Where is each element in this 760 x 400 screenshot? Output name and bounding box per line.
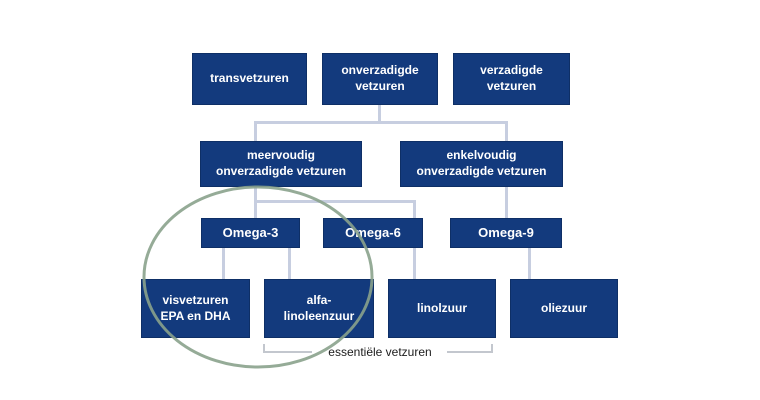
node-omega-6: Omega-6 (323, 218, 423, 248)
node-transvetzuren: transvetzuren (192, 53, 307, 105)
connector-omega6-top (413, 200, 416, 218)
connector-meervoudig-top (254, 121, 257, 141)
node-onverzadigde-vetzuren: onverzadigde vetzuren (322, 53, 438, 105)
connector-row1-horizontal (254, 121, 508, 124)
node-omega-3: Omega-3 (201, 218, 300, 248)
connector-enkelvoudig-omega9 (505, 187, 508, 218)
node-alfa-linoleenzuur: alfa- linoleenzuur (264, 279, 374, 338)
bracket-tick-right (491, 344, 493, 353)
node-omega-9: Omega-9 (450, 218, 562, 248)
node-enkelvoudig-onverzadigde: enkelvoudig onverzadigde vetzuren (400, 141, 563, 187)
node-verzadigde-vetzuren: verzadigde vetzuren (453, 53, 570, 105)
connector-row2-horizontal (254, 200, 416, 203)
node-linolzuur: linolzuur (388, 279, 496, 338)
connector-omega9-oliezuur (528, 247, 531, 279)
node-meervoudig-onverzadigde: meervoudig onverzadigde vetzuren (200, 141, 362, 187)
bracket-line-left (263, 351, 312, 353)
node-visvetzuren-epa-dha: visvetzuren EPA en DHA (141, 279, 250, 338)
connector-omega6-linolzuur (413, 247, 416, 279)
connector-omega3-visvetzuren (222, 247, 225, 279)
connector-omega3-alfa (288, 247, 291, 279)
connector-enkelvoudig-top (505, 121, 508, 141)
bracket-line-right (447, 351, 493, 353)
node-oliezuur: oliezuur (510, 279, 618, 338)
connector-onverzadigde-down (378, 105, 381, 123)
essential-fats-label: essentiële vetzuren (328, 345, 432, 359)
